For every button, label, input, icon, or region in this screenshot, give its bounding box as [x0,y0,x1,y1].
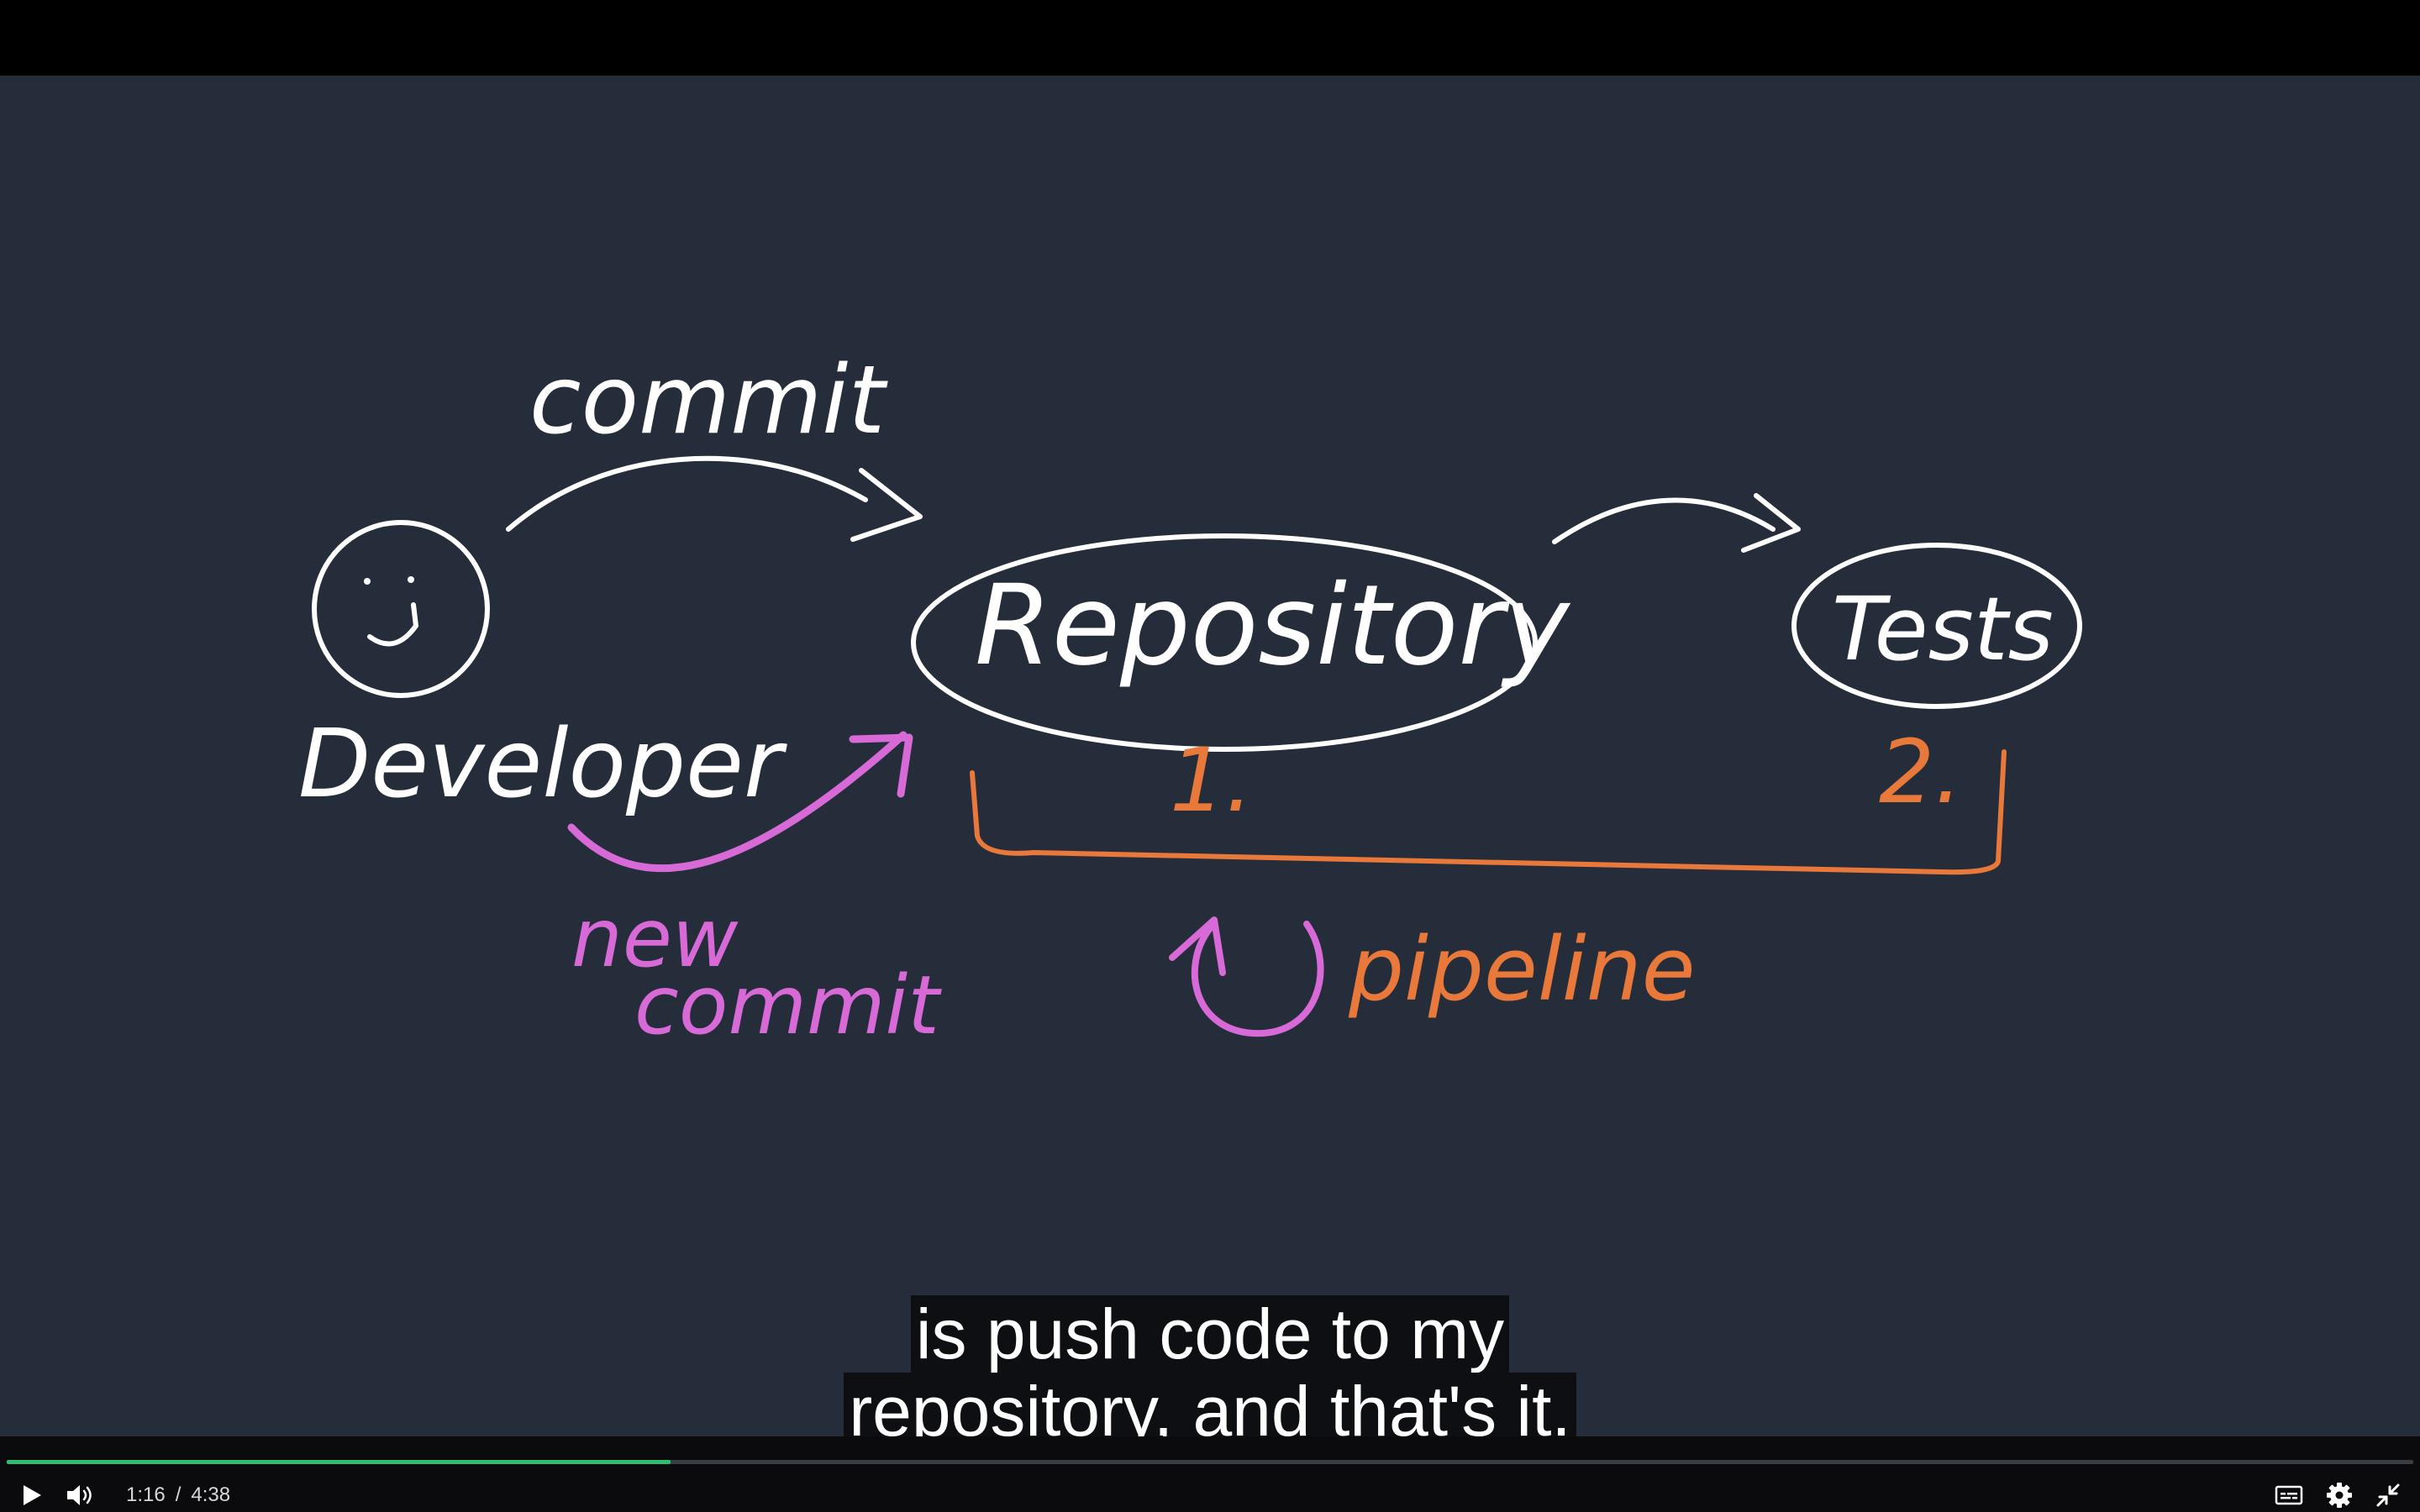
repo-to-tests-arrowhead [1741,493,1801,553]
time-display: 1:16 / 4:38 [126,1480,230,1510]
current-time: 1:16 [126,1483,166,1506]
video-frame[interactable]: commit Developer Repository Tests 1. 2. [0,76,2420,1436]
exit-fullscreen-icon [2376,1483,2400,1507]
settings-button[interactable] [2323,1478,2356,1512]
exit-fullscreen-button[interactable] [2371,1478,2405,1512]
commit-arrowhead [850,468,923,542]
step2-label: 2. [1879,721,1962,823]
new-commit-arrowhead [849,733,913,798]
pipeline-diagram: commit Developer Repository Tests 1. 2. [298,346,2082,1053]
time-separator: / [175,1483,182,1506]
tests-ellipse [1791,543,2082,709]
progress-fill [7,1460,671,1464]
developer-label: Developer [298,710,787,819]
new-commit-label-line1: new [571,891,739,985]
new-commit-arrow [567,731,908,873]
commit-arrow [506,455,868,532]
new-commit-label-line2: commit [634,958,942,1053]
settings-icon [2327,1483,2352,1508]
play-button[interactable] [15,1478,49,1512]
captions-button[interactable] [2272,1478,2306,1512]
pipeline-label: pipeline [1348,918,1696,1021]
pipeline-bracket [970,749,2007,875]
step1-label: 1. [1170,729,1253,832]
play-icon [24,1485,41,1505]
pipeline-loop-icon [1169,916,1324,1037]
repo-to-tests-arrow [1552,497,1776,544]
captions-icon [2275,1485,2303,1505]
volume-icon [67,1485,92,1505]
volume-button[interactable] [62,1478,99,1512]
duration: 4:38 [191,1483,231,1506]
progress-bar[interactable] [7,1460,2413,1464]
commit-label: commit [529,346,888,455]
player-controls: 1:16 / 4:38 [0,1436,2420,1512]
repository-label: Repository [975,561,1571,690]
repository-ellipse [911,533,1538,752]
tests-label: Tests [1832,578,2054,680]
developer-smiley-icon [312,520,490,698]
